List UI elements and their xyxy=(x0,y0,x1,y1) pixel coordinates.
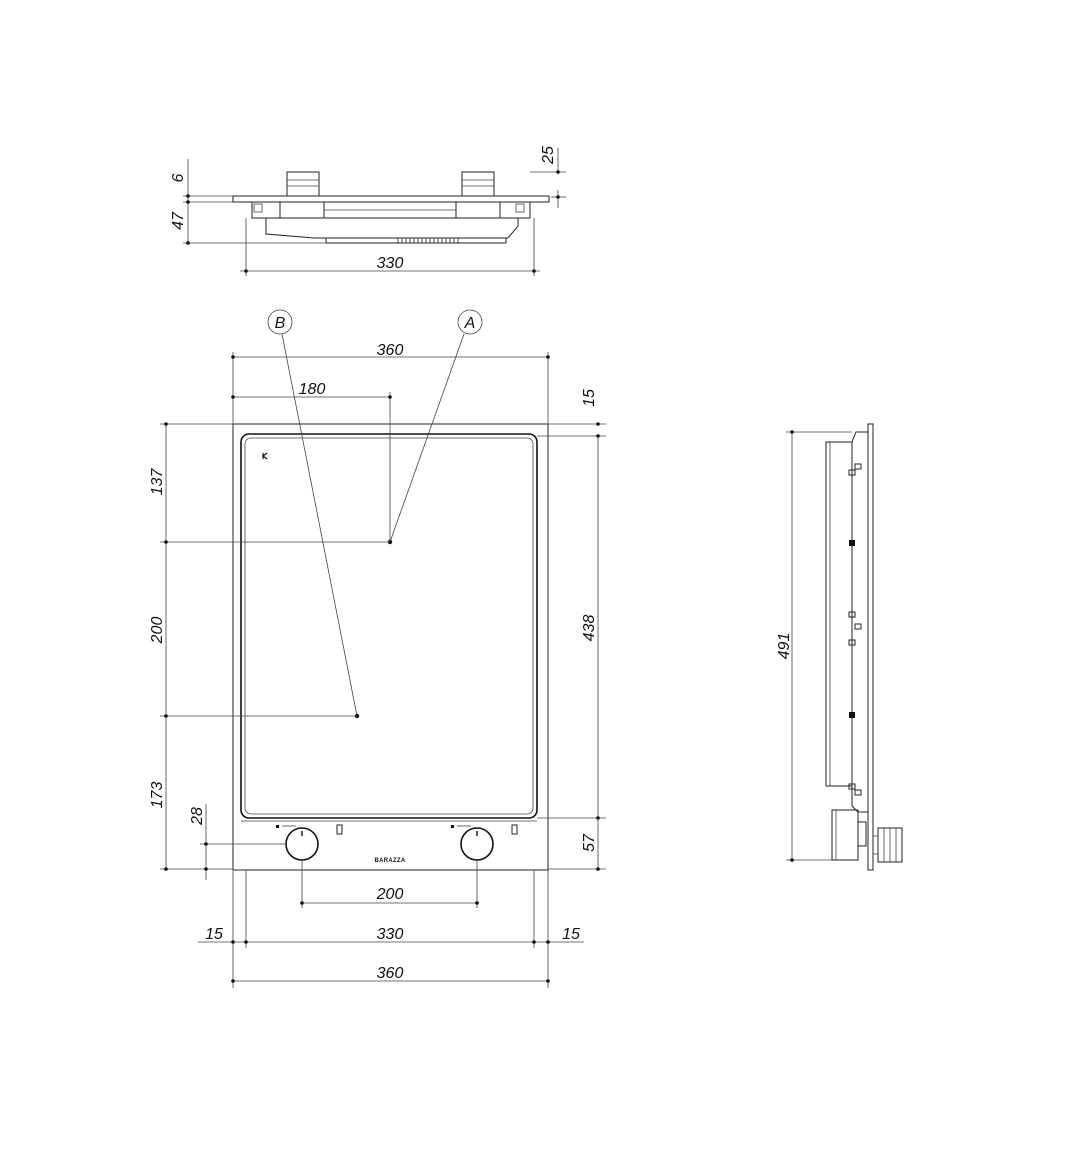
dim-line-bottom-chain xyxy=(198,870,584,988)
dim-line-180 xyxy=(231,392,392,542)
dim-label-57: 57 xyxy=(581,833,598,852)
dim-label-360-top: 360 xyxy=(377,342,404,359)
dim-label-25: 25 xyxy=(540,146,557,165)
hob-cooking-surface xyxy=(240,433,538,819)
dim-label-330-bottom: 330 xyxy=(377,926,404,943)
side-view-body xyxy=(825,441,853,787)
dim-label-438: 438 xyxy=(581,615,598,642)
hob-outer-frame xyxy=(232,423,549,871)
dim-label-15-right-bottom: 15 xyxy=(562,926,580,943)
control-knob-right xyxy=(451,824,518,861)
dim-line-438 xyxy=(537,436,606,820)
dim-line-15-right xyxy=(537,422,606,438)
dim-label-200-knobs: 200 xyxy=(376,886,404,903)
front-view: BARAZZA A B 360 180 xyxy=(149,309,606,988)
top-view-glass-plate xyxy=(232,195,550,203)
callout-b xyxy=(267,309,360,719)
top-view: 6 47 25 330 xyxy=(170,146,566,276)
dim-label-15-left-bottom: 15 xyxy=(205,926,223,943)
top-view-knob-left xyxy=(286,171,320,197)
brand-logo: BARAZZA xyxy=(374,858,405,864)
top-view-knob-right xyxy=(461,171,495,197)
side-view: 491 xyxy=(776,423,903,871)
side-view-control-block xyxy=(831,809,867,861)
dim-line-360-top xyxy=(231,352,550,424)
dim-line-28 xyxy=(200,804,286,880)
dim-label-360-bottom: 360 xyxy=(377,965,404,982)
side-view-glass xyxy=(867,423,874,871)
dim-line-57 xyxy=(548,818,606,871)
dim-label-6: 6 xyxy=(170,173,187,182)
side-view-knob xyxy=(873,827,903,863)
dim-line-200-knobs xyxy=(300,860,479,908)
top-view-dim-lines xyxy=(183,148,566,276)
dim-label-137: 137 xyxy=(149,468,166,496)
callout-b-label: B xyxy=(275,315,286,332)
dim-label-47: 47 xyxy=(170,211,187,230)
dim-label-15-right: 15 xyxy=(581,389,598,407)
dim-label-180: 180 xyxy=(299,381,326,398)
dim-line-left-chain xyxy=(160,422,390,871)
top-view-body xyxy=(251,201,531,244)
dim-label-173: 173 xyxy=(149,782,166,809)
dim-line-491 xyxy=(786,430,852,862)
dim-label-491: 491 xyxy=(776,633,793,660)
dim-label-200-vertical: 200 xyxy=(149,617,166,645)
corner-mark-icon xyxy=(262,452,268,460)
dim-label-28: 28 xyxy=(189,807,206,826)
callout-a-label: A xyxy=(464,315,476,332)
dim-label-330-top: 330 xyxy=(377,255,404,272)
side-view-fixings xyxy=(848,463,862,796)
control-knob-left xyxy=(276,824,343,861)
